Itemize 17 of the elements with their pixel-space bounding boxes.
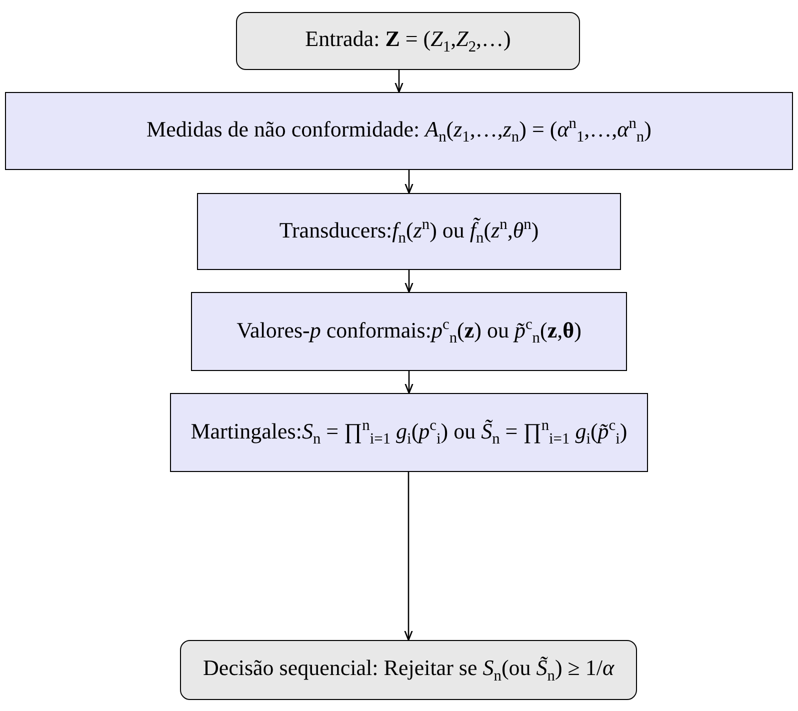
node-text: Transducers:f$_{n}$(z$^{n}$) ou f̃$_{n}$(z$^{n}$,θ$^{n}$) — [279, 216, 539, 248]
node-text: Valores-p conformais:p$^{c}$$_{n}$(z) ou p̃$^{c}$$_{n}$(z,θ) — [236, 316, 582, 348]
terminal-box — [180, 640, 637, 700]
arrow — [404, 371, 414, 394]
node-text: Martingales:S$_{n}$ = ∏$^{n}$$_{i=1}$ g$_{i}$(p$^{c}$$_{i}$) ou S̃$_{n}$ = ∏$^{n}$$_{i=1}$ g$_{i}$(p̃$^{c}$$_{i}$) — [190, 416, 628, 448]
process-box — [170, 393, 648, 472]
process-box — [5, 92, 793, 170]
arrow — [404, 270, 414, 293]
process-box — [191, 292, 627, 371]
node-text: Entrada: Z = (Z$_{1}$,Z$_{2}$,…) — [305, 26, 511, 56]
terminal-box — [236, 12, 580, 70]
node-text: Decisão sequencial: Rejeitar se S$_{n}$(ou S̃$_{n}$) ≥ 1/α — [202, 654, 614, 686]
process-box — [197, 193, 621, 270]
arrow — [394, 70, 404, 93]
arrow — [404, 472, 413, 641]
node-text: Medidas de não conformidade: A$_{n}$(z$_{1}$,…,z$_{n}$) = (α$^{n}$$_{1}$,…,α$^{n}$$_{n}$) — [146, 115, 652, 147]
arrow — [404, 170, 414, 194]
